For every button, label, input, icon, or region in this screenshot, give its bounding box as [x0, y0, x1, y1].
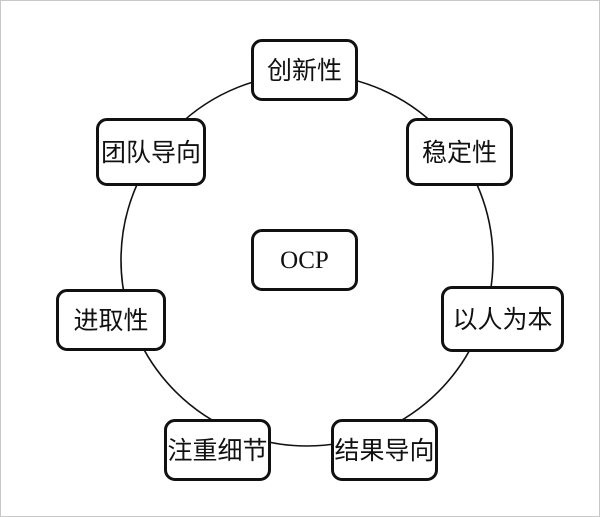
- node-stability[interactable]: 稳定性: [406, 118, 513, 186]
- node-aggressive[interactable]: 进取性: [56, 289, 166, 351]
- node-stability-label: 稳定性: [421, 137, 497, 167]
- node-innovation[interactable]: 创新性: [251, 39, 358, 101]
- node-innovation-label: 创新性: [266, 55, 342, 85]
- node-aggressive-label: 进取性: [73, 305, 149, 335]
- node-detail-label: 注重细节: [167, 435, 268, 465]
- node-center-ocp[interactable]: OCP: [251, 229, 358, 291]
- node-center-ocp-label: OCP: [280, 246, 329, 274]
- node-results[interactable]: 结果导向: [331, 419, 438, 481]
- node-detail[interactable]: 注重细节: [164, 419, 271, 481]
- node-team[interactable]: 团队导向: [96, 118, 206, 186]
- node-people-first[interactable]: 以人为本: [441, 286, 564, 352]
- node-team-label: 团队导向: [100, 137, 201, 167]
- node-results-label: 结果导向: [334, 435, 435, 465]
- node-people-first-label: 以人为本: [452, 304, 553, 334]
